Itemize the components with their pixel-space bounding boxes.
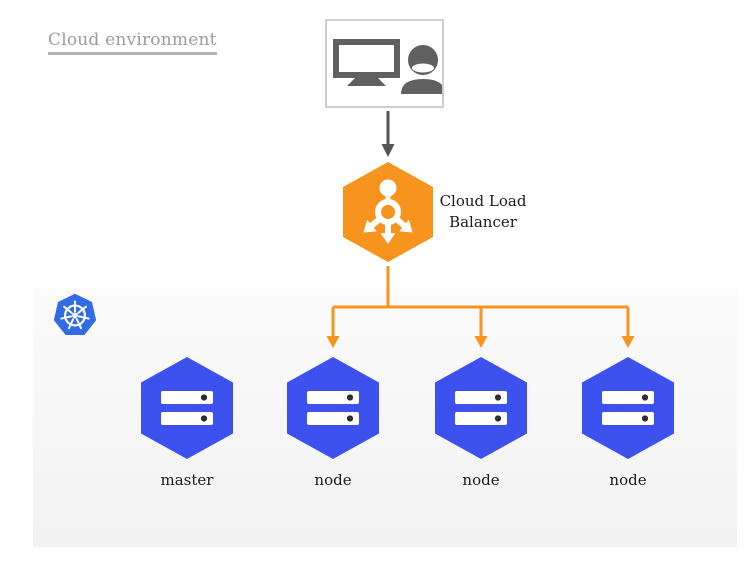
server-icon [602, 391, 654, 425]
node-label: node [609, 471, 647, 489]
server-icon [455, 391, 507, 425]
server-icon [307, 391, 359, 425]
user-to-lb-arrow [381, 111, 395, 157]
master-hexagon [141, 357, 233, 459]
cluster-node-master: master [141, 357, 233, 489]
cluster-node-3: node [582, 357, 674, 489]
user-workstation-box [325, 19, 445, 108]
user-workstation-icon [333, 39, 445, 94]
cluster-node-1: node [287, 357, 379, 489]
kubernetes-icon [53, 293, 97, 336]
node-label: node [314, 471, 352, 489]
load-balancer-icon [363, 179, 413, 244]
cluster-node-2: node [435, 357, 527, 489]
diagram-title: Cloud environment [48, 30, 217, 55]
node-hexagon [582, 357, 674, 459]
load-balancer-hexagon [343, 162, 433, 262]
node-hexagon [435, 357, 527, 459]
server-icon [161, 391, 213, 425]
node-label: node [462, 471, 500, 489]
node-hexagon [287, 357, 379, 459]
load-balancer-label: Cloud Load Balancer [439, 192, 527, 231]
node-label: master [160, 471, 214, 489]
